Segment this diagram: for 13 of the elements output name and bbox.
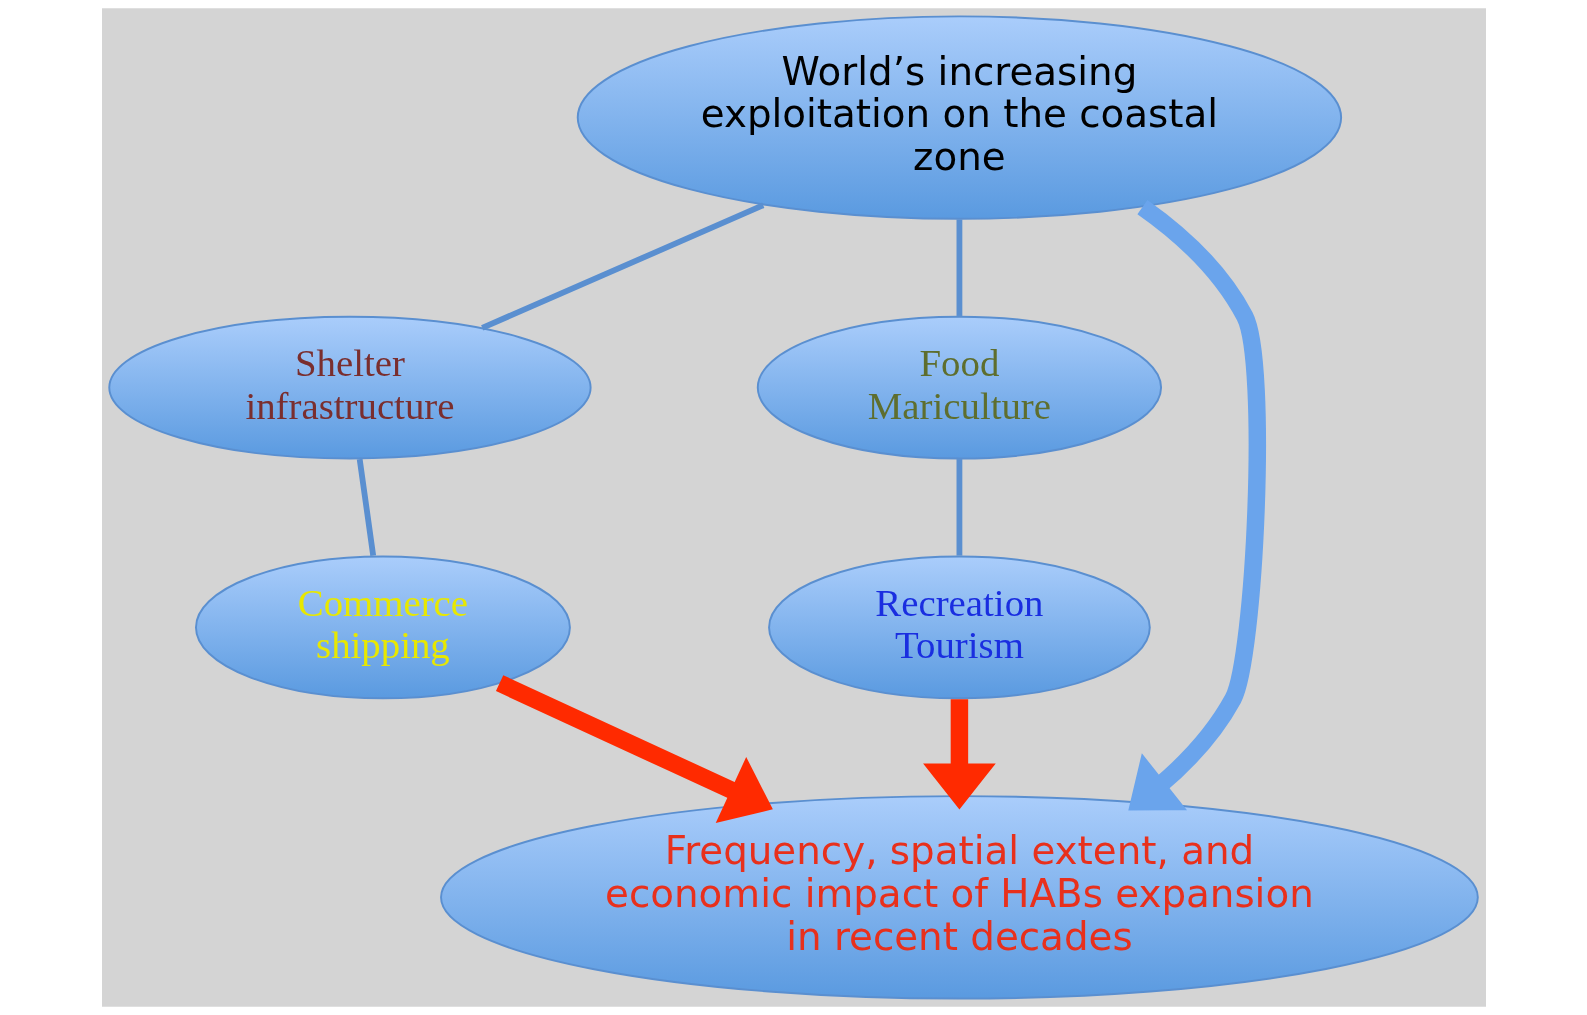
connector	[956, 459, 962, 556]
arrow	[495, 675, 773, 823]
arrow	[922, 699, 996, 810]
node-ellipse: Recreation Tourism	[767, 555, 1151, 700]
node-ellipse: World’s increasing exploitation on the coastal zone	[576, 15, 1342, 220]
arrow	[1127, 199, 1266, 811]
node-ellipse: Shelter infrastructure	[107, 315, 592, 460]
node-ellipse: Food Mariculture	[756, 315, 1162, 460]
connector	[356, 458, 376, 557]
node-ellipse: Commerce shipping	[194, 555, 571, 700]
node-ellipse: Frequency, spatial extent, and economic impact of HABs expansion in recent decades	[439, 795, 1479, 1000]
connector	[956, 219, 962, 316]
connector	[480, 202, 764, 331]
